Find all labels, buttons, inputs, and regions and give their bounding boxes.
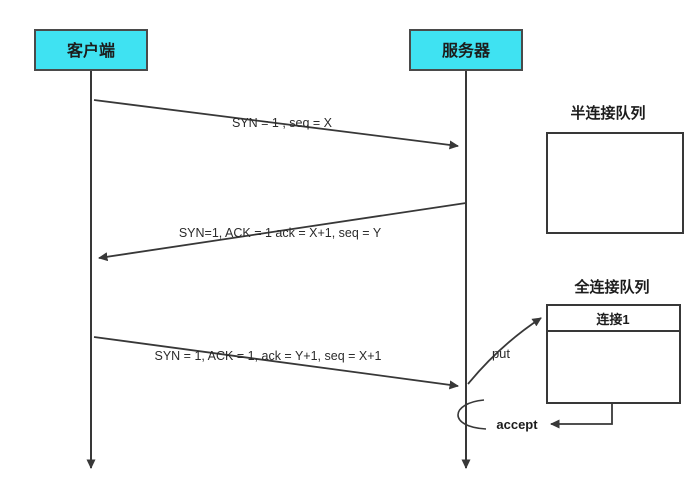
ack-message-label: SYN = 1, ACK = 1, ack = Y+1, seq = X+1 bbox=[155, 349, 382, 363]
put-arrow bbox=[467, 317, 542, 385]
accept-arrow bbox=[550, 403, 613, 429]
half-queue-title: 半连接队列 bbox=[570, 104, 645, 122]
server-actor: 服务器 bbox=[409, 29, 523, 71]
accept-loop-arc bbox=[457, 399, 487, 430]
syn-arrow bbox=[93, 99, 459, 150]
server-actor-box bbox=[409, 29, 523, 71]
put-label: put bbox=[492, 346, 510, 361]
server-actor-label: 服务器 bbox=[442, 41, 491, 60]
accept-label: accept bbox=[496, 417, 538, 432]
client-actor-box bbox=[34, 29, 148, 71]
client-actor-label: 客户端 bbox=[67, 41, 115, 60]
half-queue-box bbox=[546, 132, 684, 234]
client-actor: 客户端 bbox=[34, 29, 148, 71]
syn-message-label: SYN = 1 , seq = X bbox=[232, 116, 333, 130]
syn-ack-message-label: SYN=1, ACK = 1 ack = X+1, seq = Y bbox=[179, 226, 382, 240]
syn-ack-arrow bbox=[98, 202, 467, 262]
ack-arrow bbox=[93, 336, 459, 390]
full-queue-title: 全连接队列 bbox=[573, 278, 649, 296]
full-queue-box bbox=[546, 304, 681, 404]
queue-item-label: 连接1 bbox=[596, 312, 629, 327]
